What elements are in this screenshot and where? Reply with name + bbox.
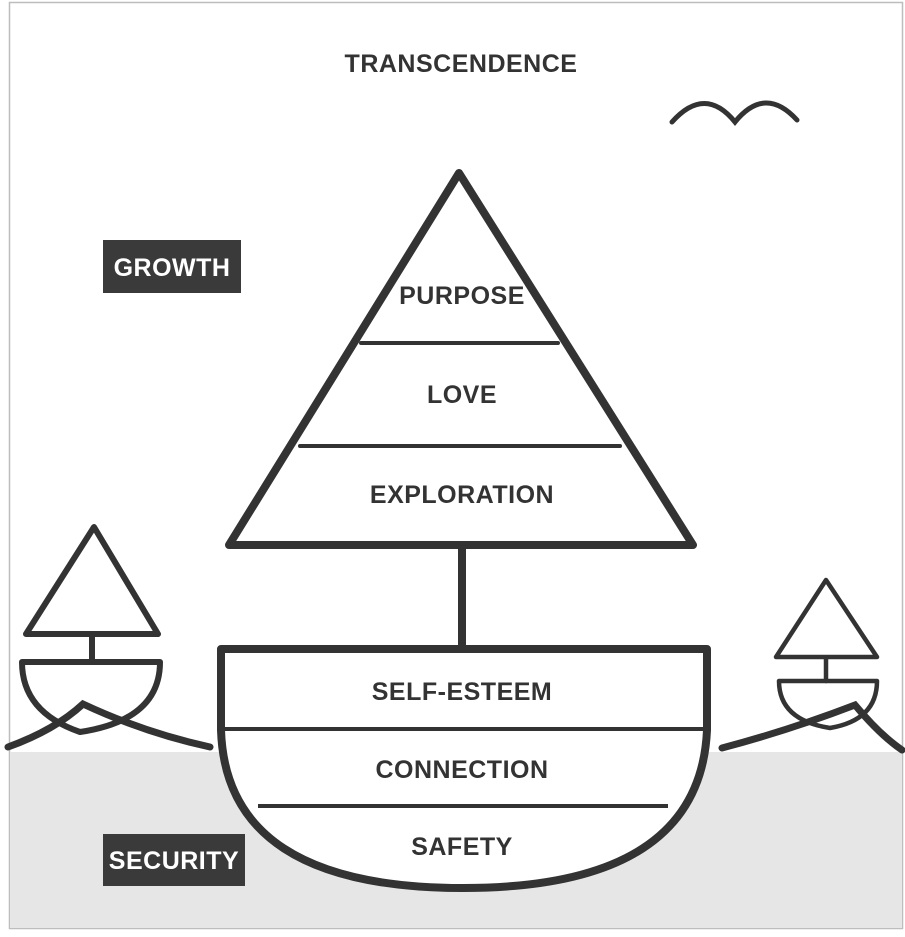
sail-layer-exploration: EXPLORATION bbox=[370, 481, 554, 509]
waves bbox=[4, 699, 905, 754]
main-sail bbox=[225, 169, 697, 549]
security-tag: SECURITY bbox=[103, 834, 245, 886]
left-wave bbox=[4, 699, 214, 751]
bird-icon bbox=[669, 100, 800, 126]
transcendence-label: TRANSCENDENCE bbox=[345, 50, 578, 78]
left-small-boat-icon bbox=[19, 524, 163, 735]
growth-tag-label: GROWTH bbox=[114, 254, 231, 282]
sail-layer-love: LOVE bbox=[427, 381, 497, 409]
security-tag-label: SECURITY bbox=[109, 847, 239, 875]
growth-tag: GROWTH bbox=[103, 240, 241, 293]
hull-layer-safety: SAFETY bbox=[411, 833, 513, 861]
right-wave bbox=[718, 700, 905, 754]
sail-layer-purpose: PURPOSE bbox=[399, 282, 525, 310]
hull-layer-connection: CONNECTION bbox=[375, 756, 548, 784]
main-hull bbox=[217, 645, 711, 892]
hull-layer-self-esteem: SELF-ESTEEM bbox=[372, 678, 553, 706]
right-small-boat-icon bbox=[773, 577, 880, 731]
